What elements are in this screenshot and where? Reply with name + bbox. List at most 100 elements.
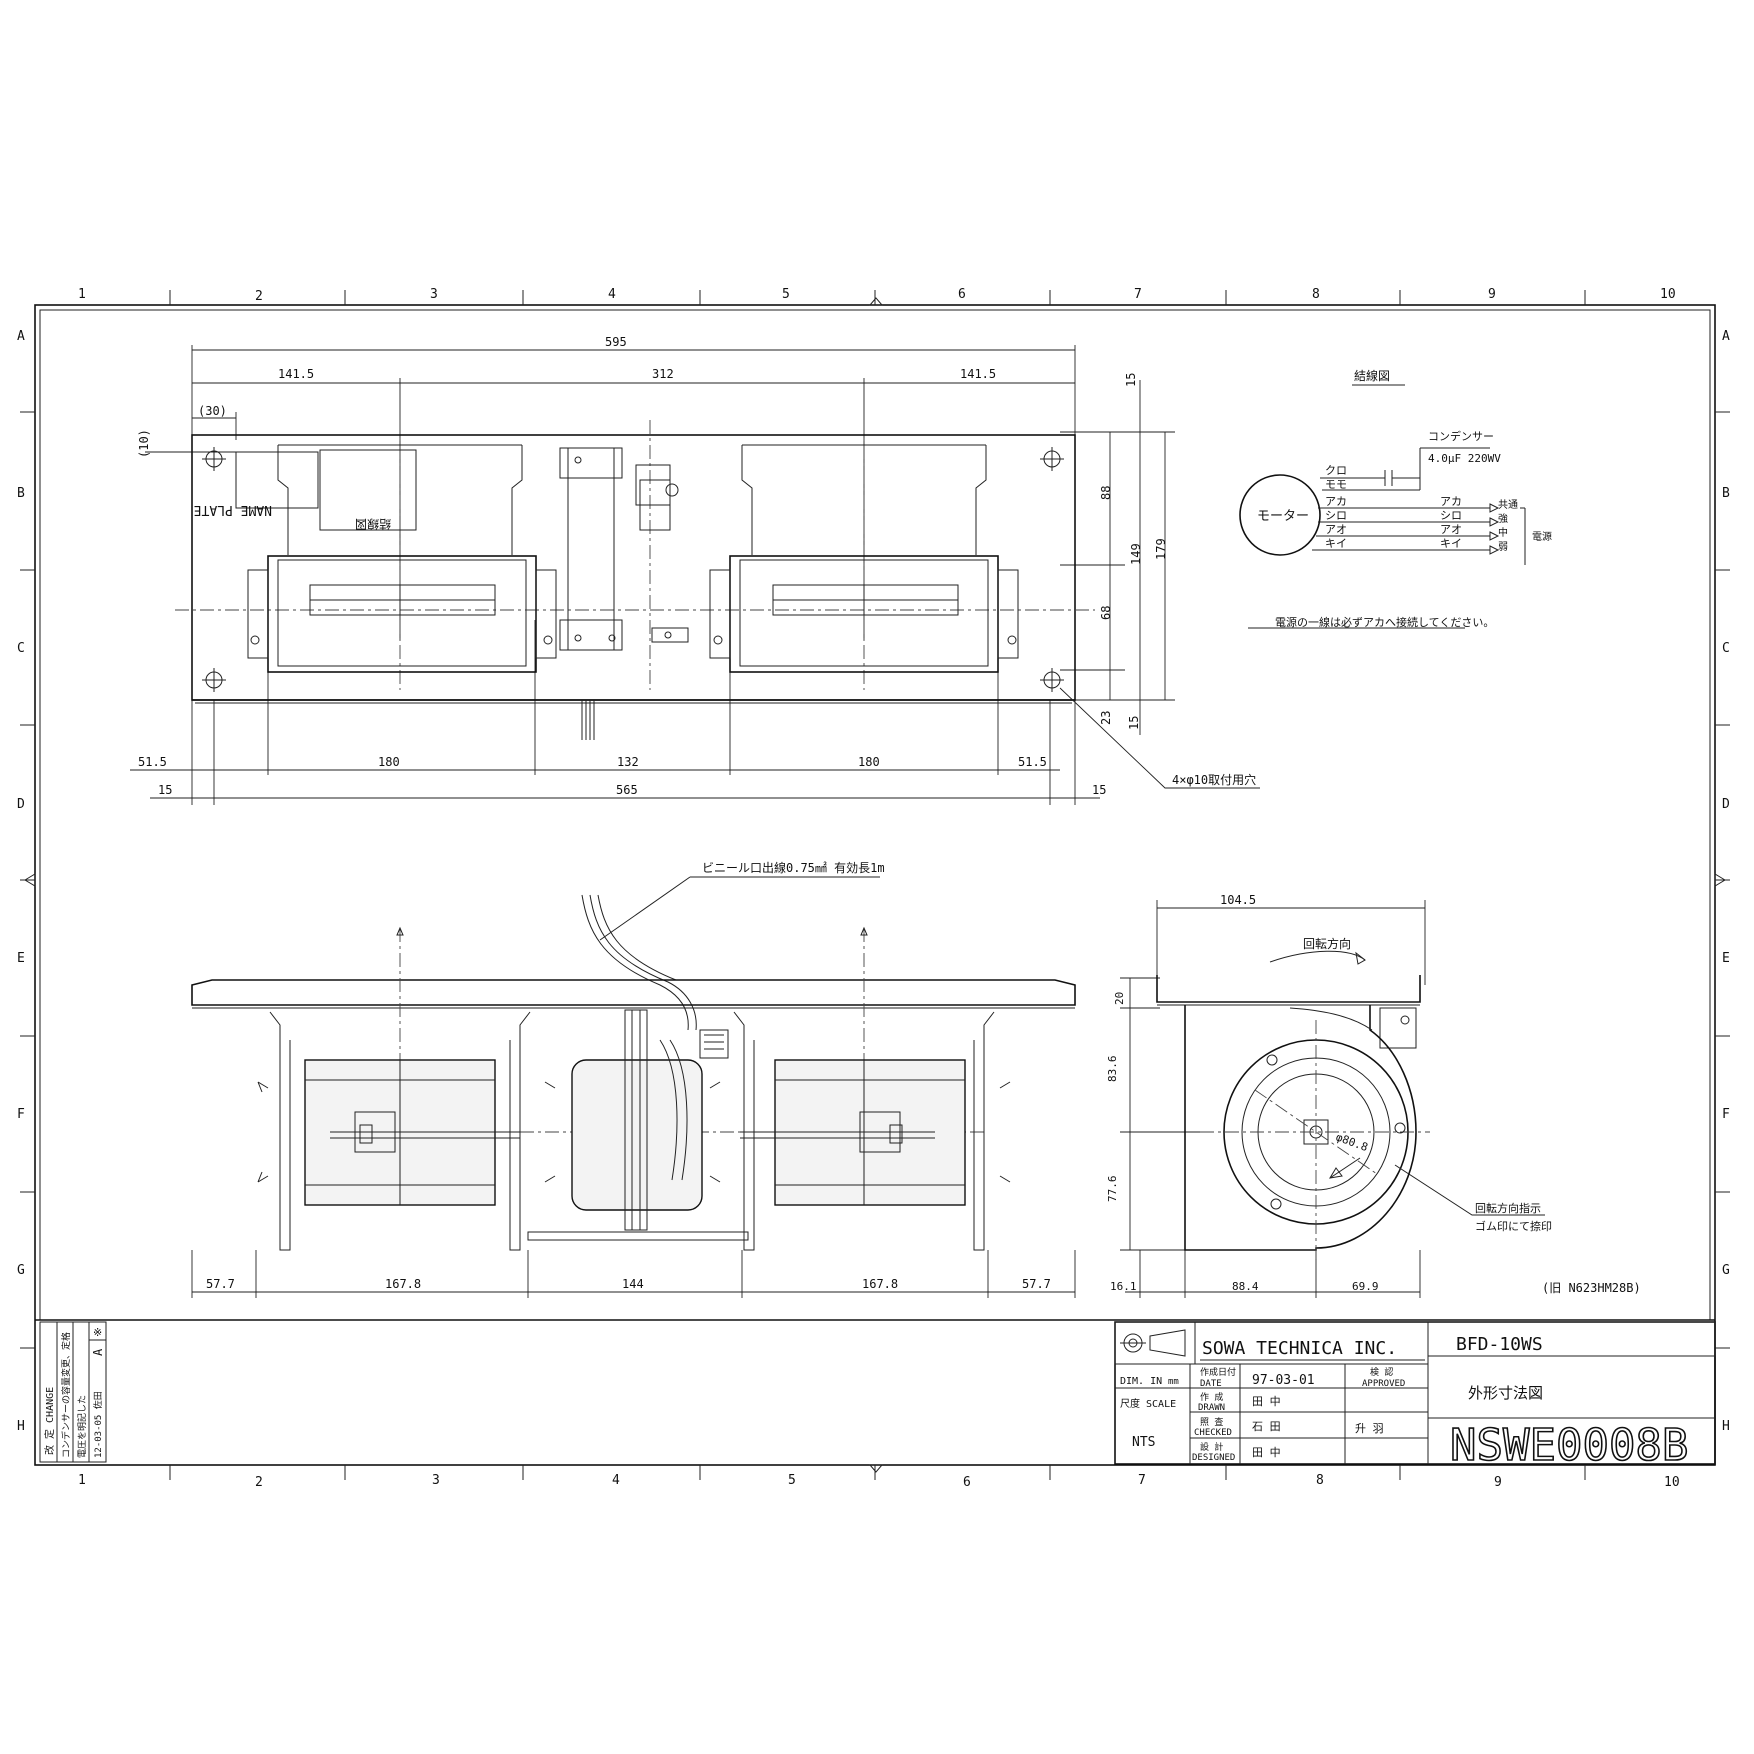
col-label: 7 bbox=[1138, 1473, 1146, 1488]
wire-left: モモ bbox=[1325, 478, 1347, 491]
row-label: C bbox=[1722, 641, 1730, 656]
rotation-label: 回転方向 bbox=[1303, 936, 1351, 951]
col-label: 8 bbox=[1316, 1473, 1324, 1488]
revision-line-2: 電圧を明記した bbox=[76, 1395, 88, 1458]
revision-line-1: コンデンサーの容量変更、定格 bbox=[60, 1332, 72, 1458]
projection-symbol-icon bbox=[1120, 1329, 1186, 1357]
row-label: D bbox=[1722, 797, 1730, 812]
revision-star: ※ bbox=[93, 1326, 102, 1339]
dim-565: 565 bbox=[616, 783, 638, 797]
drawn-label-jp: 作 成 bbox=[1200, 1391, 1223, 1403]
col-label: 2 bbox=[255, 1475, 263, 1490]
col-label: 5 bbox=[782, 287, 790, 302]
col-label: 9 bbox=[1488, 287, 1496, 302]
wiring-label-box: 結線図 bbox=[355, 517, 391, 532]
dim-23: 23 bbox=[1099, 711, 1113, 725]
wire-left: シロ bbox=[1325, 509, 1347, 522]
wire-right: シロ bbox=[1440, 509, 1462, 522]
dim-16-1: 16.1 bbox=[1110, 1280, 1137, 1293]
designed-label-jp: 設 計 bbox=[1200, 1441, 1223, 1453]
dim-595: 595 bbox=[605, 335, 627, 349]
terminal-label: 共通 bbox=[1498, 499, 1518, 511]
date-label: DATE bbox=[1200, 1379, 1222, 1389]
capacitor-value: 4.0μF 220WV bbox=[1428, 452, 1501, 465]
wire-left: アオ bbox=[1325, 523, 1347, 536]
diameter-label: φ80.8 bbox=[1334, 1131, 1370, 1155]
dim-51-right: 51.5 bbox=[1018, 755, 1047, 769]
approved-by: 升 羽 bbox=[1355, 1422, 1384, 1435]
company-name: SOWA TECHNICA INC. bbox=[1202, 1338, 1397, 1359]
wire-right: キイ bbox=[1440, 537, 1462, 550]
dim-167-left: 167.8 bbox=[385, 1277, 421, 1291]
wire-left: キイ bbox=[1325, 537, 1347, 550]
capacitor-label: コンデンサー bbox=[1428, 429, 1494, 443]
rotation-note-1: 回転方向指示 bbox=[1475, 1201, 1541, 1215]
revision-mark: A bbox=[91, 1348, 105, 1356]
revision-date: 12-03-05 佐田 bbox=[92, 1391, 104, 1458]
wire-right: アオ bbox=[1440, 523, 1462, 536]
date-label-jp: 作成日付 bbox=[1200, 1366, 1236, 1378]
scale-value: NTS bbox=[1132, 1435, 1155, 1450]
cable-note: ビニール口出線0.75㎟ 有効長1m bbox=[702, 860, 885, 875]
row-label: A bbox=[1722, 329, 1730, 344]
revision-block: 改 定 CHANGE コンデンサーの容量変更、定格 電圧を明記した 12-03-… bbox=[39, 1321, 107, 1463]
col-label: 6 bbox=[958, 287, 966, 302]
name-plate-label: NAME PLATE bbox=[194, 502, 272, 517]
row-label: B bbox=[17, 486, 25, 501]
checked-label-jp: 照 査 bbox=[1200, 1416, 1223, 1428]
checked-label: CHECKED bbox=[1194, 1428, 1232, 1438]
checked-by: 石 田 bbox=[1252, 1420, 1281, 1433]
dim-180-right: 180 bbox=[858, 755, 880, 769]
dim-141-left: 141.5 bbox=[278, 367, 314, 381]
row-label: H bbox=[17, 1419, 25, 1434]
wiring-diagram: 結線図 モーター コンデンサー 4.0μF 220WV クロ モモ アカ bbox=[1239, 368, 1552, 629]
top-view: NAME PLATE 結線図 bbox=[130, 335, 1260, 805]
dim-10: (10) bbox=[137, 429, 151, 458]
col-label: 4 bbox=[612, 1473, 620, 1488]
side-width-top: 104.5 bbox=[1220, 893, 1256, 907]
dim-179: 179 bbox=[1154, 538, 1168, 560]
side-view: 104.5 回転方向 φ80.8 回転方向指示 ゴム印にて捺印 20 83.6 bbox=[1106, 893, 1641, 1298]
col-label: 7 bbox=[1134, 287, 1142, 302]
dim-132: 132 bbox=[617, 755, 639, 769]
col-label: 3 bbox=[432, 1473, 440, 1488]
dim-20: 20 bbox=[1113, 992, 1126, 1005]
col-label: 1 bbox=[78, 287, 86, 302]
dim-88-4: 88.4 bbox=[1232, 1280, 1259, 1293]
front-view: ビニール口出線0.75㎟ 有効長1m bbox=[191, 860, 1076, 1298]
dim-83-6: 83.6 bbox=[1106, 1056, 1119, 1083]
row-label: A bbox=[17, 329, 25, 344]
dim-unit: mm bbox=[1168, 1377, 1179, 1387]
designed-by: 田 中 bbox=[1252, 1446, 1281, 1459]
col-label: 9 bbox=[1494, 1475, 1502, 1490]
row-label: B bbox=[1722, 486, 1730, 501]
dim-15-b-left: 15 bbox=[158, 783, 172, 797]
approved-label: APPROVED bbox=[1362, 1379, 1405, 1389]
col-label: 8 bbox=[1312, 287, 1320, 302]
dim-15-top: 15 bbox=[1124, 373, 1138, 387]
wiring-title: 結線図 bbox=[1354, 368, 1390, 383]
dim-88: 88 bbox=[1099, 486, 1113, 500]
wire-left: アカ bbox=[1325, 495, 1347, 508]
row-label: E bbox=[1722, 951, 1730, 966]
col-label: 5 bbox=[788, 1473, 796, 1488]
sheet-border: 1 2 3 4 5 6 7 8 9 10 1 2 3 4 5 6 7 8 9 1… bbox=[17, 287, 1730, 1490]
dim-144: 144 bbox=[622, 1277, 644, 1291]
rotation-note-2: ゴム印にて捺印 bbox=[1475, 1219, 1552, 1233]
col-label: 4 bbox=[608, 287, 616, 302]
row-label: F bbox=[1722, 1107, 1730, 1122]
wire-left: クロ bbox=[1325, 464, 1347, 477]
row-label: G bbox=[17, 1263, 25, 1278]
dim-312: 312 bbox=[652, 367, 674, 381]
drawn-by: 田 中 bbox=[1252, 1395, 1281, 1408]
date-value: 97-03-01 bbox=[1252, 1373, 1315, 1388]
row-label: C bbox=[17, 641, 25, 656]
row-label: D bbox=[17, 797, 25, 812]
dim-77-6: 77.6 bbox=[1106, 1176, 1119, 1203]
scale-label: 尺度 SCALE bbox=[1120, 1397, 1176, 1410]
drawing-number: NSWE0008B bbox=[1450, 1420, 1688, 1471]
wire-right: アカ bbox=[1440, 495, 1462, 508]
row-label: H bbox=[1722, 1419, 1730, 1434]
title-block: SOWA TECHNICA INC. BFD-10WS DIM. IN mm 尺… bbox=[1114, 1321, 1716, 1472]
col-label: 3 bbox=[430, 287, 438, 302]
